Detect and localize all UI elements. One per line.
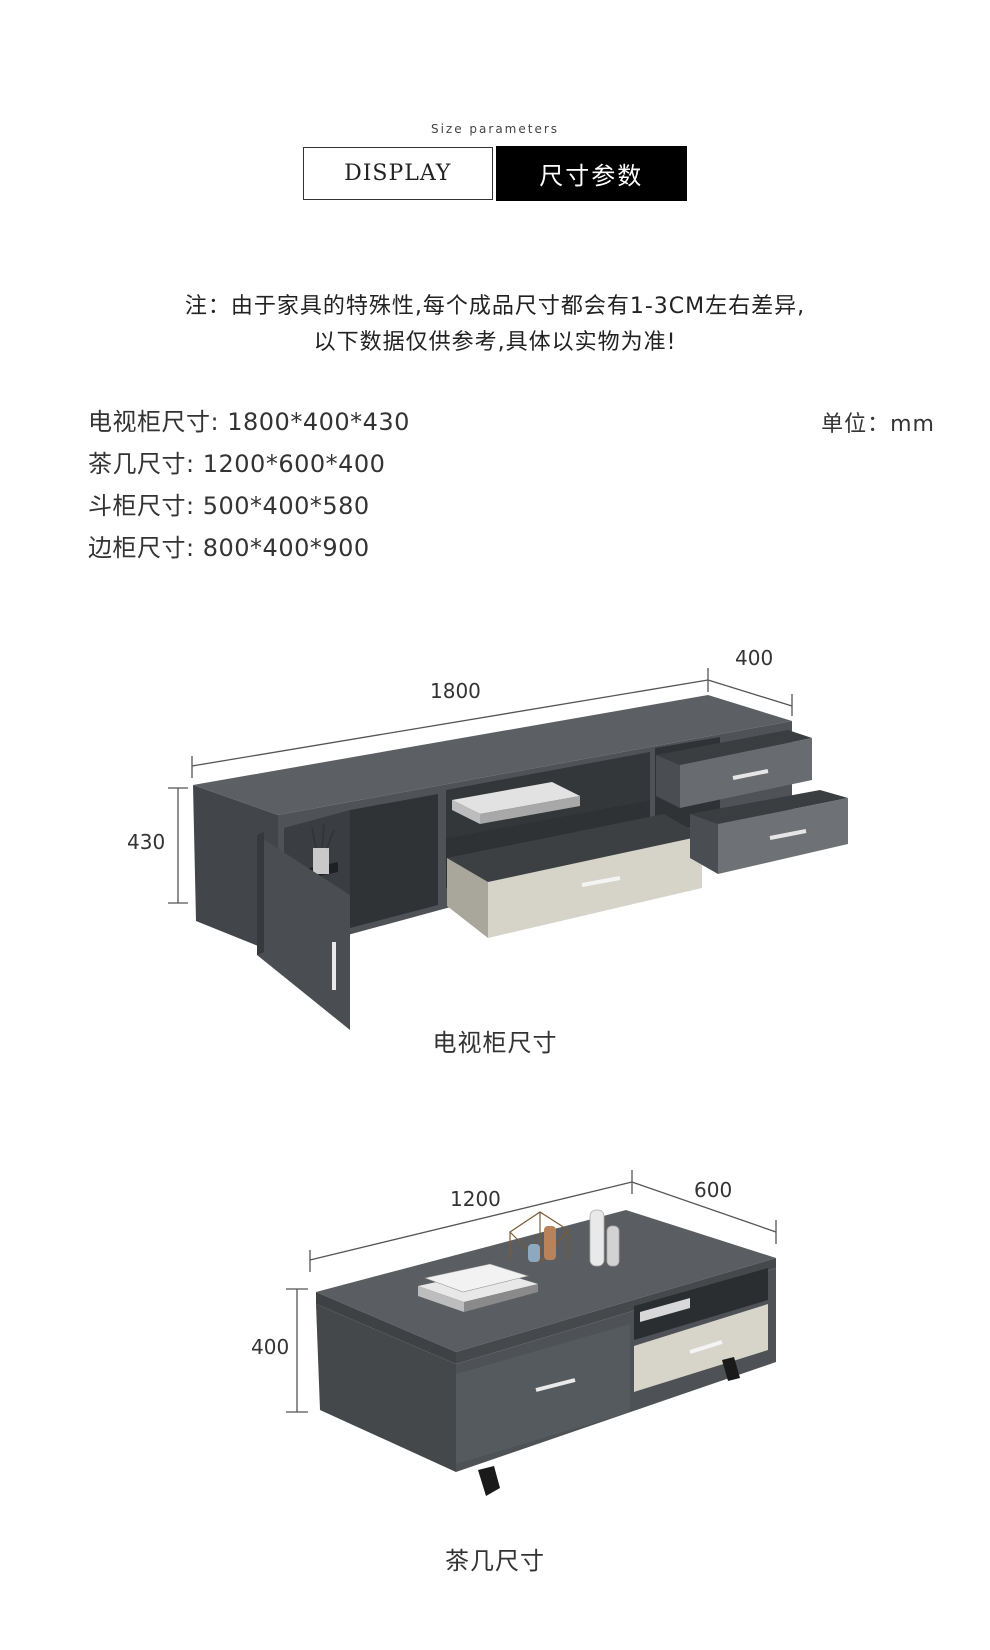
spec-value: 1200*600*400 (202, 450, 386, 478)
spec-label: 边柜尺寸: (88, 534, 195, 562)
spec-label: 斗柜尺寸: (88, 492, 195, 520)
note-line-1: 注：由于家具的特殊性,每个成品尺寸都会有1-3CM左右差异, (184, 294, 806, 319)
spec-coffee-table: 茶几尺寸: 1200*600*400 (88, 444, 385, 479)
coffee-table-illustration (286, 1170, 777, 1496)
coffee-height-label: 400 (251, 1335, 290, 1359)
tv-width-label: 1800 (430, 679, 481, 703)
spec-value: 1800*400*430 (227, 408, 410, 436)
spec-label: 电视柜尺寸: (88, 408, 220, 436)
spec-label: 茶几尺寸: (88, 450, 195, 478)
spec-chest: 斗柜尺寸: 500*400*580 (88, 486, 370, 521)
coffee-dimension-lines (286, 1170, 777, 1413)
tv-dimension-lines (168, 668, 793, 904)
tv-depth-label: 400 (735, 646, 774, 670)
spec-tv-cabinet: 电视柜尺寸: 1800*400*430 (88, 402, 410, 437)
spec-value: 500*400*580 (202, 492, 370, 520)
unit-label: 单位：mm (821, 412, 935, 437)
spec-value: 800*400*900 (202, 534, 370, 562)
subtitle-en: Size parameters (430, 122, 560, 136)
tv-height-label: 430 (127, 830, 166, 854)
note-line-2: 以下数据仅供参考,具体以实物为准! (313, 330, 677, 355)
tab-size-params: 尺寸参数 (495, 146, 687, 201)
tab-display: DISPLAY (303, 147, 493, 200)
coffee-depth-label: 600 (694, 1178, 733, 1202)
tv-cabinet-caption: 电视柜尺寸 (432, 1029, 558, 1057)
coffee-width-label: 1200 (450, 1187, 501, 1211)
tv-cabinet-illustration (168, 668, 848, 1030)
spec-side-cabinet: 边柜尺寸: 800*400*900 (88, 528, 370, 563)
coffee-table-caption: 茶几尺寸 (445, 1547, 545, 1575)
section-title-tabs: DISPLAY 尺寸参数 (303, 146, 687, 202)
